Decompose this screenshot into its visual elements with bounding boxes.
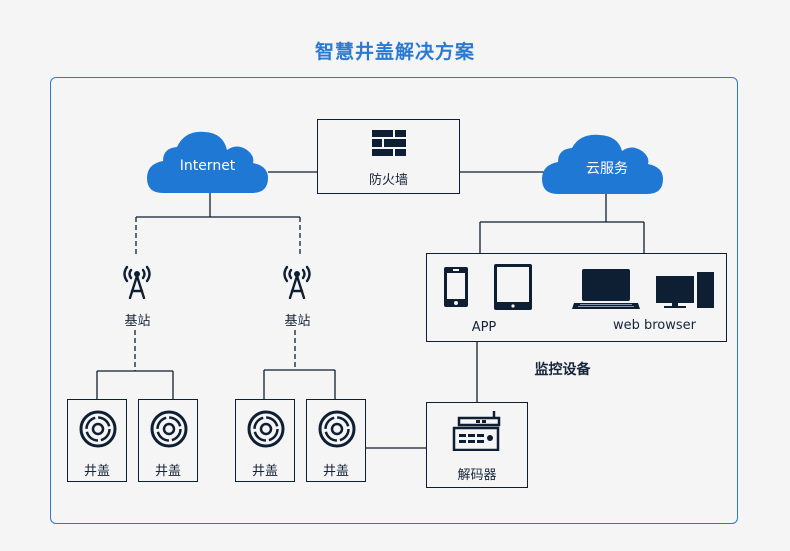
monitoring-devices-node: APP web browser bbox=[426, 253, 727, 342]
diagram-frame bbox=[50, 77, 738, 524]
brick-wall-icon bbox=[372, 130, 406, 156]
firewall-node: 防火墙 bbox=[317, 119, 460, 194]
manhole-cover-2: 井盖 bbox=[138, 399, 198, 482]
cloud-service-label: 云服务 bbox=[586, 161, 628, 177]
laptop-icon bbox=[572, 269, 640, 309]
base-station-label: 基站 bbox=[124, 314, 151, 329]
monitoring-devices-group-label: 监控设备 bbox=[534, 362, 591, 378]
cell-tower-icon bbox=[283, 265, 311, 299]
manhole-cover-icon bbox=[79, 410, 117, 448]
manhole-cover-3: 井盖 bbox=[235, 399, 295, 482]
manhole-cover-icon bbox=[247, 410, 285, 448]
firewall-label: 防火墙 bbox=[368, 173, 408, 188]
desktop-icon bbox=[656, 272, 714, 308]
internet-node: Internet bbox=[145, 130, 270, 194]
base-station-label: 基站 bbox=[284, 314, 311, 329]
cloud-service-node: 云服务 bbox=[540, 133, 665, 195]
manhole-cover-icon bbox=[318, 410, 356, 448]
manhole-cover-4: 井盖 bbox=[306, 399, 366, 482]
cloud-icon bbox=[147, 131, 268, 193]
radio-receiver-icon bbox=[452, 411, 501, 451]
smartphone-icon bbox=[444, 267, 468, 307]
manhole-cover-1: 井盖 bbox=[67, 399, 127, 482]
manhole-cover-label: 井盖 bbox=[154, 464, 181, 479]
decoder-label: 解码器 bbox=[457, 468, 497, 483]
manhole-cover-label: 井盖 bbox=[83, 464, 110, 479]
manhole-cover-label: 井盖 bbox=[322, 464, 349, 479]
base-station-2: 基站 bbox=[270, 260, 325, 330]
base-station-1: 基站 bbox=[110, 260, 165, 330]
cell-tower-icon bbox=[123, 265, 151, 299]
diagram-title: 智慧井盖解决方案 bbox=[314, 41, 475, 63]
tablet-icon bbox=[494, 264, 532, 310]
app-label: APP bbox=[471, 320, 497, 335]
cloud-icon bbox=[542, 134, 663, 194]
internet-label: Internet bbox=[179, 158, 236, 174]
manhole-cover-icon bbox=[150, 410, 188, 448]
manhole-cover-label: 井盖 bbox=[251, 464, 278, 479]
decoder-node: 解码器 bbox=[426, 402, 528, 488]
web-browser-label: web browser bbox=[612, 318, 697, 333]
